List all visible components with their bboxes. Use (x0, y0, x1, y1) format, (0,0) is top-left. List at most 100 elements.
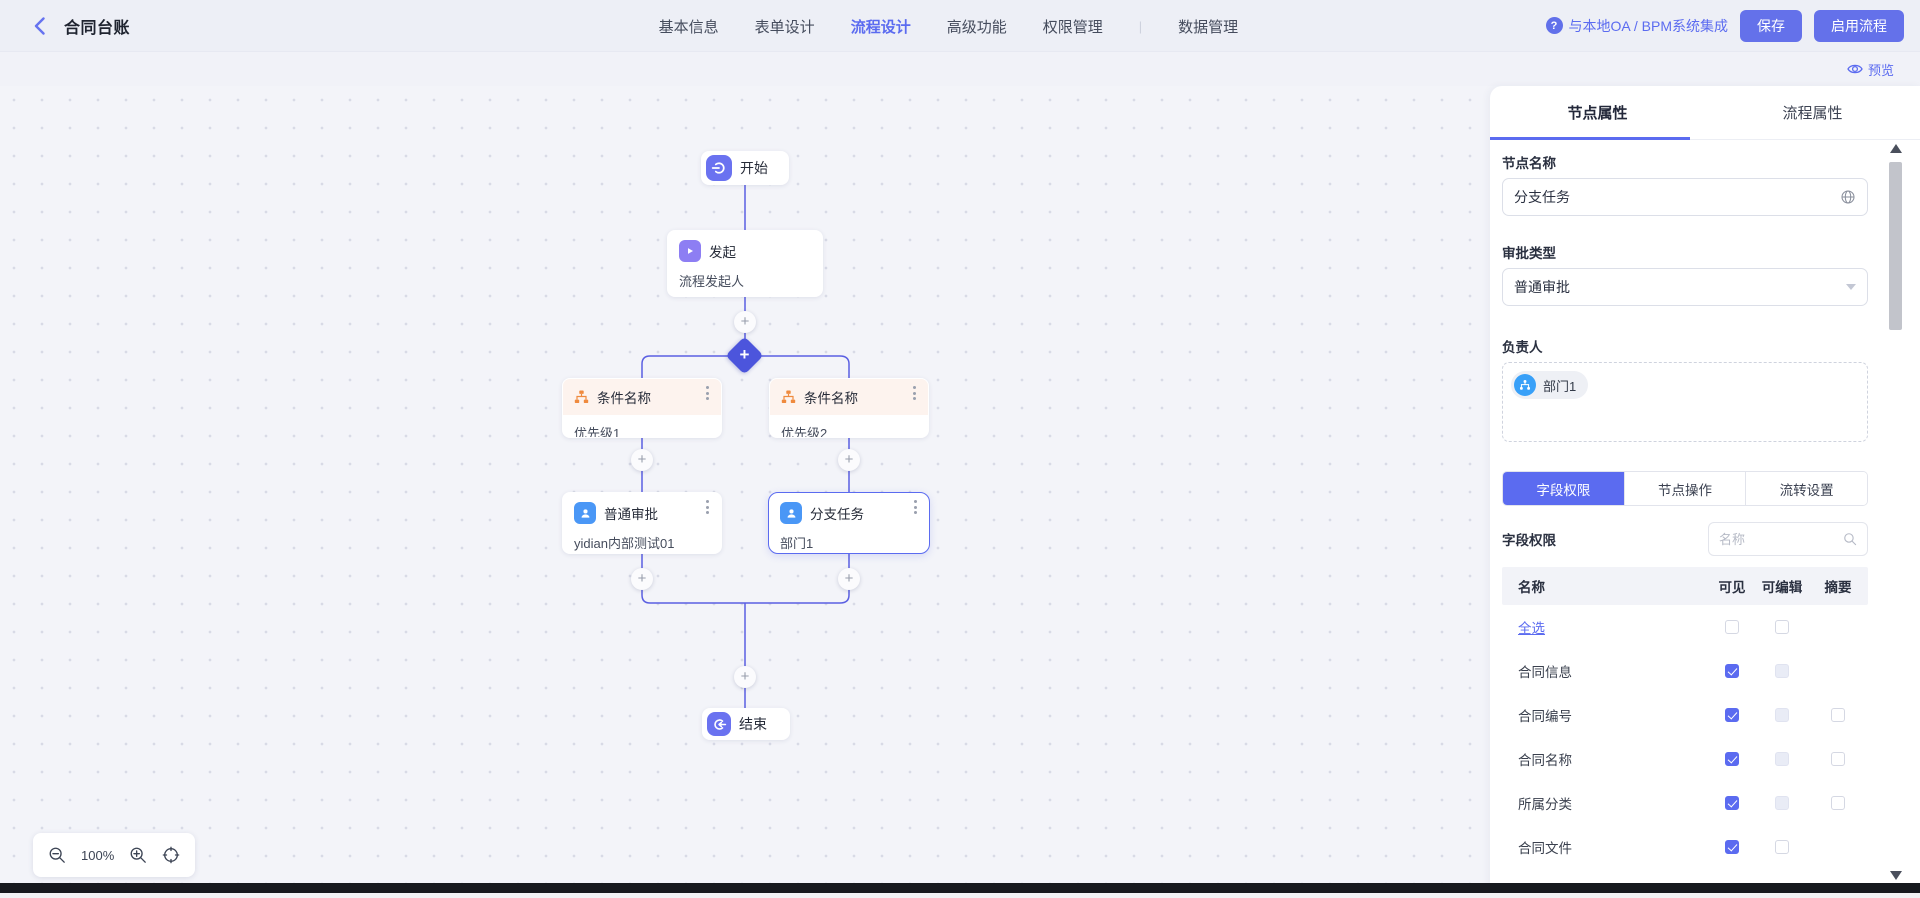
subtab-field-permission[interactable]: 字段权限 (1503, 472, 1624, 505)
summary-checkbox[interactable] (1831, 708, 1845, 722)
owner-tag-label: 部门1 (1543, 378, 1577, 394)
visible-checkbox[interactable] (1725, 664, 1739, 678)
node-approval[interactable]: 普通审批 yidian内部测试01 (562, 492, 722, 554)
node-condition-2-title: 条件名称 (804, 391, 858, 406)
summary-checkbox[interactable] (1831, 796, 1845, 810)
visible-checkbox[interactable] (1725, 796, 1739, 810)
zoom-out-button[interactable] (48, 846, 66, 864)
node-condition-1[interactable]: 条件名称 优先级1 (562, 378, 722, 438)
add-node-button[interactable]: + (838, 449, 860, 471)
help-link-label: 与本地OA / BPM系统集成 (1568, 17, 1728, 34)
end-icon (707, 712, 731, 736)
zoom-controls: 100% (33, 833, 196, 877)
fit-view-button[interactable] (162, 846, 180, 864)
scroll-down-arrow[interactable] (1890, 871, 1902, 880)
add-node-button[interactable]: + (734, 666, 756, 688)
header-tabs: 基本信息 表单设计 流程设计 高级功能 权限管理 | 数据管理 (659, 0, 1238, 52)
subtab-node-operation[interactable]: 节点操作 (1623, 472, 1746, 505)
scrollbar-thumb[interactable] (1889, 162, 1902, 330)
node-branch-task[interactable]: 分支任务 部门1 (768, 492, 930, 554)
field-name: 合同文件 (1518, 841, 1572, 856)
editable-checkbox[interactable] (1775, 620, 1789, 634)
tab-permission[interactable]: 权限管理 (1042, 18, 1103, 36)
kebab-menu-icon[interactable] (909, 500, 921, 514)
table-row: 合同编号 (1502, 693, 1868, 737)
add-node-button[interactable]: + (631, 568, 653, 590)
node-initiate[interactable]: 发起 流程发起人 (667, 230, 823, 297)
kebab-menu-icon[interactable] (701, 386, 713, 400)
zoom-in-button[interactable] (129, 846, 147, 864)
kebab-menu-icon[interactable] (701, 500, 713, 514)
select-all-link[interactable]: 全选 (1518, 621, 1545, 636)
approval-type-select[interactable]: 普通审批 (1502, 268, 1868, 306)
department-icon (1514, 374, 1536, 396)
field-search-input[interactable] (1719, 531, 1837, 547)
node-start-label: 开始 (740, 160, 768, 176)
column-name: 名称 (1518, 580, 1545, 595)
owner-picker[interactable]: 部门1 (1502, 362, 1868, 442)
visible-checkbox[interactable] (1725, 708, 1739, 722)
panel-tab-node-properties[interactable]: 节点属性 (1490, 86, 1705, 140)
help-icon: ? (1545, 17, 1563, 34)
approval-type-value: 普通审批 (1514, 279, 1570, 295)
panel-tab-process-properties[interactable]: 流程属性 (1782, 105, 1843, 122)
kebab-menu-icon[interactable] (908, 386, 920, 400)
tab-process-design[interactable]: 流程设计 (850, 18, 911, 36)
table-row: 合同信息 (1502, 649, 1868, 693)
owner-tag[interactable]: 部门1 (1511, 371, 1589, 399)
back-button[interactable] (28, 15, 50, 37)
oa-bpm-help-link[interactable]: ? 与本地OA / BPM系统集成 (1545, 16, 1728, 36)
approval-type-label: 审批类型 (1502, 246, 1556, 261)
column-visible: 可见 (1718, 580, 1746, 595)
column-summary: 摘要 (1824, 580, 1852, 595)
app-header: 合同台账 基本信息 表单设计 流程设计 高级功能 权限管理 | 数据管理 ? 与… (0, 0, 1920, 52)
owner-label: 负责人 (1502, 340, 1543, 355)
tab-form-design[interactable]: 表单设计 (754, 18, 815, 36)
node-condition-2[interactable]: 条件名称 优先级2 (769, 378, 929, 438)
node-condition-1-subtitle: 优先级1 (574, 426, 621, 438)
visible-checkbox[interactable] (1725, 620, 1739, 634)
add-node-button[interactable]: + (838, 568, 860, 590)
globe-icon[interactable] (1840, 189, 1856, 205)
node-approval-subtitle: yidian内部测试01 (574, 536, 675, 551)
node-branch-task-title: 分支任务 (810, 507, 864, 522)
field-name: 所属分类 (1518, 797, 1572, 812)
properties-panel: 节点属性 流程属性 节点名称 审批类型 普通审批 负责人 (1490, 86, 1920, 898)
editable-checkbox (1775, 708, 1789, 722)
enable-process-button[interactable]: 启用流程 (1814, 9, 1904, 42)
scroll-up-arrow[interactable] (1890, 144, 1902, 153)
user-icon (574, 502, 596, 524)
node-start[interactable]: 开始 (701, 151, 789, 185)
panel-scrollbar (1889, 144, 1903, 880)
node-name-input[interactable] (1514, 189, 1840, 205)
page-title: 合同台账 (64, 19, 131, 37)
play-icon (679, 240, 701, 262)
field-permission-rows: 全选合同信息合同编号合同名称所属分类合同文件我方签约人 (1502, 605, 1868, 898)
add-node-button[interactable]: + (631, 449, 653, 471)
editable-checkbox (1775, 664, 1789, 678)
node-approval-title: 普通审批 (604, 507, 658, 522)
tab-data[interactable]: 数据管理 (1178, 18, 1239, 36)
editable-checkbox[interactable] (1775, 840, 1789, 854)
node-name-label: 节点名称 (1502, 156, 1556, 171)
summary-checkbox[interactable] (1831, 752, 1845, 766)
start-icon (706, 155, 732, 181)
subtab-flow-setting[interactable]: 流转设置 (1745, 472, 1867, 505)
table-row: 合同文件 (1502, 825, 1868, 869)
add-node-button[interactable]: + (734, 311, 756, 333)
flow-edges (641, 185, 850, 708)
chevron-left-icon (34, 16, 45, 35)
visible-checkbox[interactable] (1725, 840, 1739, 854)
table-row: 合同名称 (1502, 737, 1868, 781)
add-branch-button[interactable]: + (725, 336, 764, 375)
column-editable: 可编辑 (1761, 580, 1803, 595)
field-permission-label: 字段权限 (1502, 533, 1556, 548)
save-button[interactable]: 保存 (1740, 9, 1802, 42)
user-icon (780, 502, 802, 524)
visible-checkbox[interactable] (1725, 752, 1739, 766)
tab-basic-info[interactable]: 基本信息 (658, 18, 719, 36)
node-end[interactable]: 结束 (702, 708, 790, 740)
preview-link[interactable]: 预览 (1847, 60, 1894, 79)
field-search (1708, 522, 1868, 556)
tab-advanced[interactable]: 高级功能 (946, 18, 1007, 36)
